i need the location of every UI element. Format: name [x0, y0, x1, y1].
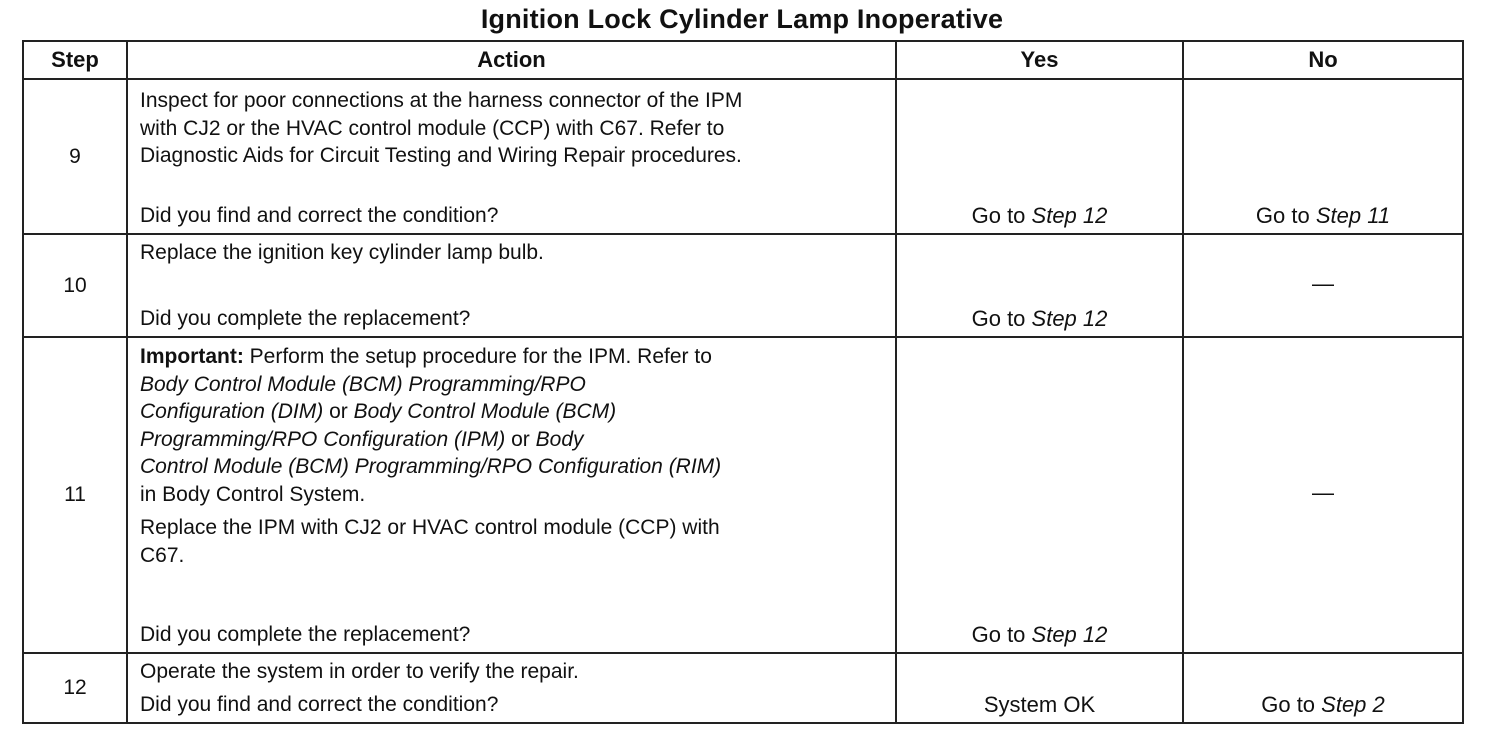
action-line: Operate the system in order to verify th… [140, 660, 579, 683]
table-row: 11 Important: Perform the setup procedur… [22, 336, 1464, 654]
yes-cell: Go to Step 12 [895, 336, 1184, 654]
no-cell: — [1182, 336, 1464, 654]
table-row: 9 Inspect for poor connections at the ha… [22, 78, 1464, 235]
page-title: Ignition Lock Cylinder Lamp Inoperative [480, 4, 1004, 34]
step-number: 11 [22, 336, 128, 654]
yes-result: Go to Step 12 [897, 622, 1182, 648]
yes-cell: Go to Step 12 [895, 78, 1184, 235]
question-text: Did you complete the replacement? [140, 622, 471, 646]
no-result-dash: — [1312, 271, 1334, 296]
step-reference: Step 12 [1031, 306, 1108, 331]
goto-text: Go to [1255, 203, 1316, 228]
no-cell: Go to Step 2 [1182, 652, 1464, 724]
reference-line: Programming/RPO Configuration (IPM) or B… [140, 426, 883, 454]
action-cell: Important: Perform the setup procedure f… [126, 336, 897, 654]
step-number: 10 [22, 233, 128, 338]
important-text: Perform the setup procedure for the IPM.… [243, 345, 712, 368]
step-reference: Step 12 [1031, 622, 1108, 647]
step-reference: Step 11 [1315, 203, 1391, 228]
no-result-dash: — [1312, 480, 1334, 505]
action-cell: Operate the system in order to verify th… [126, 652, 897, 724]
no-result: Go to Step 2 [1184, 692, 1462, 718]
header-no: No [1182, 40, 1464, 80]
action-line: Replace the ignition key cylinder lamp b… [140, 241, 544, 264]
header-yes: Yes [895, 40, 1184, 80]
reference-line: Control Module (BCM) Programming/RPO Con… [140, 455, 722, 478]
reference-text: Body Control Module (BCM) [353, 400, 617, 423]
action-line: Inspect for poor connections at the harn… [140, 89, 743, 112]
reference-text: Programming/RPO Configuration (IPM) [140, 427, 506, 451]
goto-text: Go to [971, 306, 1032, 331]
yes-cell: Go to Step 12 [895, 233, 1184, 338]
yes-cell: System OK [895, 652, 1184, 724]
table-row: 10 Replace the ignition key cylinder lam… [22, 233, 1464, 338]
reference-line: Configuration (DIM) or Body Control Modu… [140, 398, 883, 426]
yes-result: Go to Step 12 [897, 203, 1182, 229]
header-action: Action [126, 40, 897, 80]
conjunction: or [505, 427, 536, 451]
reference-line: in Body Control System. [140, 482, 366, 506]
action-line: Replace the IPM with CJ2 or HVAC control… [140, 516, 720, 539]
reference-text: Body [535, 427, 584, 451]
goto-text: Go to [971, 622, 1032, 647]
diagnostic-table: Step Action Yes No 9 Inspect for poor co… [22, 40, 1464, 724]
conjunction: or [323, 400, 354, 423]
action-line: Diagnostic Aids for Circuit Testing and … [140, 144, 742, 167]
important-label: Important: [140, 345, 244, 368]
no-cell: — [1182, 233, 1464, 338]
yes-result: Go to Step 12 [897, 306, 1182, 332]
goto-text: Go to [1261, 692, 1322, 717]
action-line: with CJ2 or the HVAC control module (CCP… [140, 116, 725, 140]
important-line: Important: Perform the setup procedure f… [140, 343, 883, 371]
reference-text: Configuration (DIM) [140, 400, 324, 423]
table-header-row: Step Action Yes No [22, 40, 1464, 80]
yes-result: System OK [983, 692, 1096, 717]
no-cell: Go to Step 11 [1182, 78, 1464, 235]
step-number: 12 [22, 652, 128, 724]
action-line: C67. [140, 543, 185, 567]
step-reference: Step 12 [1031, 203, 1108, 228]
action-cell: Replace the ignition key cylinder lamp b… [126, 233, 897, 338]
goto-text: Go to [971, 203, 1032, 228]
step-number: 9 [22, 78, 128, 235]
table-row: 12 Operate the system in order to verify… [22, 652, 1464, 724]
header-step: Step [22, 40, 128, 80]
action-cell: Inspect for poor connections at the harn… [126, 78, 897, 235]
question-text: Did you find and correct the condition? [140, 203, 499, 227]
question-text: Did you complete the replacement? [140, 306, 471, 330]
question-text: Did you find and correct the condition? [140, 692, 499, 716]
no-result: Go to Step 11 [1184, 203, 1462, 229]
reference-line: Body Control Module (BCM) Programming/RP… [140, 372, 586, 396]
step-reference: Step 2 [1321, 692, 1385, 717]
